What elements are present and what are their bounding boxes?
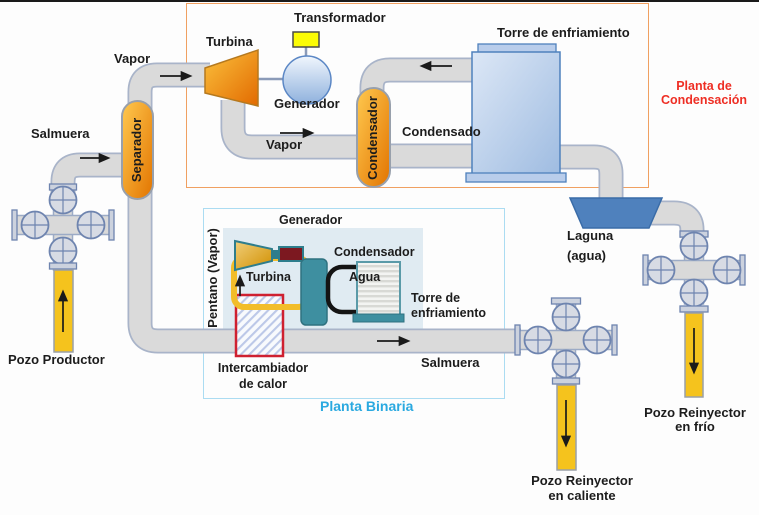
binary-torre-label: Torre de enfriamiento: [411, 291, 487, 320]
condenser-vessel: [356, 87, 391, 188]
torre-enfriamiento-label: Torre de enfriamiento: [497, 25, 630, 40]
generador-label: Generador: [274, 96, 340, 111]
pipe-tower-to-laguna: [552, 144, 624, 202]
hot-reinjection-wellhead: [514, 297, 618, 471]
production-wellhead: [11, 183, 115, 353]
binary-plant-title: Planta Binaria: [320, 398, 414, 414]
transformer-box: [292, 31, 320, 48]
vapor-out-label: Vapor: [266, 137, 303, 152]
binary-cooling-tower: [352, 261, 405, 323]
pipe-vapor-turbine-to-condenser: [220, 100, 368, 160]
separador-label: Separador: [129, 117, 144, 183]
binary-generator-exciter: [278, 246, 304, 262]
pentano-label: Pentano (Vapor): [205, 228, 220, 328]
binary-turbine-shaft: [271, 250, 279, 259]
binary-turbina-label: Turbina: [246, 270, 291, 284]
intercambiador-label: Intercambiador de calor: [217, 361, 309, 391]
pozo-productor-label: Pozo Productor: [8, 352, 105, 367]
binary-generador-label: Generador: [279, 213, 343, 227]
binary-generator-block: [300, 258, 328, 326]
top-border-line: [0, 0, 759, 2]
cold-reinjection-wellhead: [642, 230, 746, 398]
binary-salmuera-label: Salmuera: [421, 355, 480, 370]
salmuera-in-label: Salmuera: [31, 126, 90, 141]
condensation-plant-title: Planta de Condensación: [660, 79, 748, 107]
separator-vessel: [121, 100, 154, 200]
steam-turbine: [204, 48, 259, 107]
agua-label: Agua: [349, 270, 381, 284]
pipe-salmuera-separador-to-wellhead: [127, 190, 521, 354]
binary-plant-box: [203, 208, 505, 399]
transformador-label: Transformador: [294, 10, 386, 25]
pipe-vapor-separador-to-turbine: [127, 62, 210, 110]
condensado-label: Condensado: [402, 124, 481, 139]
turbina-label: Turbina: [206, 34, 253, 49]
condensation-plant-box: [186, 3, 649, 188]
laguna-basin: [568, 197, 664, 229]
pipe-laguna-to-cold-wellhead: [648, 200, 705, 238]
condensador-label: Condensador: [365, 96, 380, 180]
binary-condensador-label: Condensador: [334, 245, 415, 259]
pozo-frio-label: Pozo Reinyector en frío: [644, 405, 746, 434]
generator-circle: [282, 55, 332, 105]
binary-turbine: [234, 239, 273, 272]
pozo-caliente-label: Pozo Reinyector en caliente: [531, 473, 633, 503]
cooling-tower: [465, 43, 567, 183]
laguna-label: Laguna (agua): [567, 228, 614, 263]
vapor-in-label: Vapor: [114, 51, 151, 66]
pipe-wellhead-to-separador: [50, 152, 140, 196]
